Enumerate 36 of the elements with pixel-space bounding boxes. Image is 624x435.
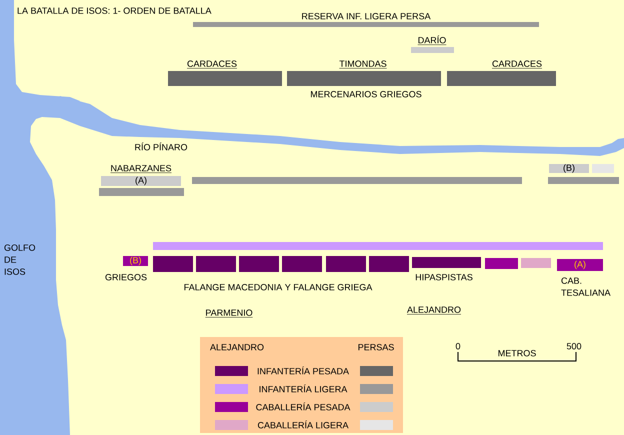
unit-bar xyxy=(196,256,236,272)
legend-label: INFANTERÍA PESADA xyxy=(258,366,349,374)
unit-label: FALANGE MACEDONIA Y FALANGE GRIEGA xyxy=(184,284,372,290)
scale-label: 500 xyxy=(566,343,582,350)
commander-label: PARMENIO xyxy=(205,310,253,318)
unit-label: GRIEGOS xyxy=(105,274,147,280)
unit-label: CAB. TESALIANA xyxy=(561,277,610,296)
unit-label: CARDACES xyxy=(492,60,542,68)
unit-label: MERCENARIOS GRIEGOS xyxy=(310,91,422,98)
unit-label: NABARZANES xyxy=(110,165,172,173)
unit-bar: (A) xyxy=(101,176,181,186)
unit-bar xyxy=(485,258,518,269)
unit-bar xyxy=(521,258,551,268)
legend-label: CABALLERÍA PESADA xyxy=(256,402,350,410)
map-label: GOLFO DE ISOS xyxy=(4,244,36,275)
legend-label: CABALLERÍA LIGERA xyxy=(258,420,348,428)
legend-heading: ALEJANDRO xyxy=(210,344,264,350)
unit-bar xyxy=(369,256,409,272)
unit-bar xyxy=(282,256,322,272)
unit-label: CARDACES xyxy=(186,60,238,68)
unit-label: RESERVA INF. LIGERA PERSA xyxy=(302,13,431,20)
unit-bar xyxy=(326,256,366,272)
title: LA BATALLA DE ISOS: 1- ORDEN DE BATALLA xyxy=(18,8,212,14)
legend-label: INFANTERÍA LIGERA xyxy=(260,384,348,392)
scale-label: 0 xyxy=(456,343,460,350)
unit-bar xyxy=(239,256,279,272)
unit-label: HIPASPISTAS xyxy=(416,274,472,280)
unit-bar xyxy=(153,256,193,272)
scale-label: METROS xyxy=(498,350,536,356)
unit-label: TIMONDAS xyxy=(339,60,387,68)
map-label: RÍO PÍNARO xyxy=(135,142,188,150)
commander-label: ALEJANDRO xyxy=(406,306,462,314)
unit-bar: (A) xyxy=(557,259,603,271)
unit-bar: (B) xyxy=(123,256,148,266)
unit-label: DARÍO xyxy=(418,35,446,45)
legend-heading: PERSAS xyxy=(358,344,394,350)
